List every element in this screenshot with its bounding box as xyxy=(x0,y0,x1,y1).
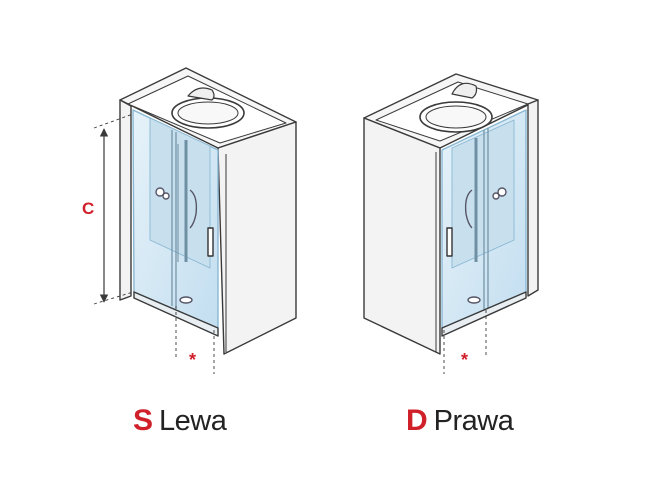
right-caption-name: Prawa xyxy=(433,405,514,437)
right-note-marker: * xyxy=(461,350,469,370)
dimension-arrow-icon xyxy=(93,113,134,305)
right-caption-code: D xyxy=(406,404,428,437)
right-caption: D Prawa xyxy=(406,404,514,448)
left-shower-cabin-icon xyxy=(119,67,297,374)
right-cabin-side-wall xyxy=(363,117,441,355)
right-shower-cabin-icon xyxy=(363,73,539,374)
left-caption-code: S xyxy=(133,404,154,437)
left-caption: S Lewa xyxy=(133,404,227,448)
left-caption-name: Lewa xyxy=(159,405,227,437)
left-cabin-side-wall xyxy=(217,121,297,355)
left-note-marker: * xyxy=(189,350,197,370)
dimension-label-c: C xyxy=(82,199,95,218)
